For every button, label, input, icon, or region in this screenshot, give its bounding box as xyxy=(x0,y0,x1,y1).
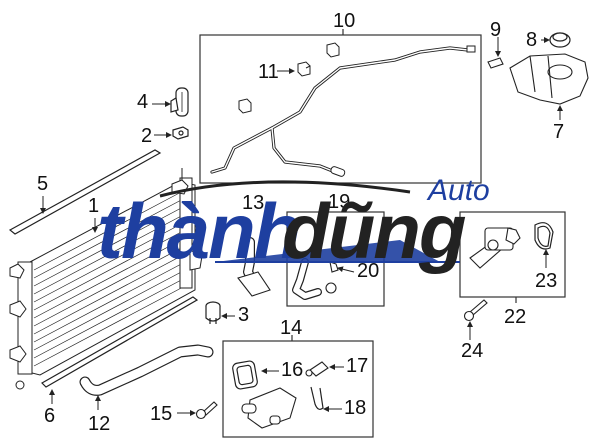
callout-18: 18 xyxy=(344,397,367,419)
cap-part-8 xyxy=(549,32,571,48)
callout-11: 11 xyxy=(258,61,279,83)
callout-13: 13 xyxy=(242,192,265,214)
bolt-part-24 xyxy=(463,299,488,322)
callout-5: 5 xyxy=(37,173,49,195)
clip-part-11 xyxy=(297,61,311,77)
isolator-part-3 xyxy=(205,301,221,324)
callout-15: 15 xyxy=(150,403,173,425)
gasket-part-16 xyxy=(232,360,258,390)
hose-end-connector xyxy=(466,45,476,53)
callout-20: 20 xyxy=(357,260,380,282)
seal-part-5 xyxy=(8,149,162,235)
clip-part-9 xyxy=(487,57,504,69)
clip-part xyxy=(238,98,252,114)
bolt-part-15 xyxy=(195,401,218,420)
callout-24: 24 xyxy=(461,340,484,362)
watermark-brand-part1: thành xyxy=(97,187,301,275)
hose-end-connector xyxy=(330,166,346,177)
sensor-part-17 xyxy=(305,361,329,377)
callout-2: 2 xyxy=(141,125,153,147)
callout-7: 7 xyxy=(553,121,565,143)
callout-23: 23 xyxy=(535,270,558,292)
hose-part-13-connector xyxy=(237,271,271,297)
connector-part-14 xyxy=(241,387,297,429)
callout-17: 17 xyxy=(346,355,369,377)
clip-part-18 xyxy=(310,386,324,410)
callout-10: 10 xyxy=(333,10,356,32)
watermark-suffix: Auto xyxy=(428,174,490,207)
hose-part-19-inner xyxy=(293,259,321,299)
callout-19: 19 xyxy=(328,191,351,213)
callout-14: 14 xyxy=(280,317,303,339)
hose-part-12-inner xyxy=(80,345,213,395)
reservoir-part-7 xyxy=(509,53,589,105)
watermark-brand-part2: dũng xyxy=(282,187,467,275)
watermark-underline xyxy=(215,240,440,262)
callout-9: 9 xyxy=(490,19,502,41)
gasket-part-23 xyxy=(534,222,554,250)
hose-assembly-10-inner xyxy=(211,47,469,173)
callout-16: 16 xyxy=(281,359,304,381)
callout-12: 12 xyxy=(88,413,111,435)
callout-4: 4 xyxy=(137,91,149,113)
clip-part xyxy=(326,42,340,58)
watermark-swoosh xyxy=(159,180,411,198)
leader-lines xyxy=(40,37,563,416)
group-box-14 xyxy=(222,335,374,438)
thermostat-housing-part-22 xyxy=(469,227,521,269)
clip-part-2 xyxy=(172,126,189,140)
callout-22: 22 xyxy=(504,306,527,328)
callout-1: 1 xyxy=(88,195,100,217)
callout-6: 6 xyxy=(44,405,56,427)
callout-8: 8 xyxy=(526,29,538,51)
group-box-22 xyxy=(459,211,566,303)
seal-part-6 xyxy=(41,296,199,388)
radiator-part-1 xyxy=(9,168,203,390)
callout-3: 3 xyxy=(238,304,250,326)
bracket-part-4 xyxy=(170,87,189,117)
